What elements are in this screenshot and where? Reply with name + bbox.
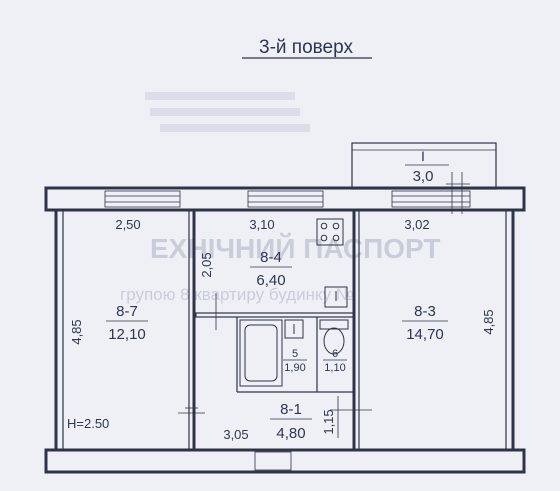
background-watermark: ЕХНІЧНИЙ ПАСПОРТ групою 8 квартиру будин… bbox=[120, 92, 440, 304]
room-code: 8-7 bbox=[116, 303, 138, 320]
room-code: 6 bbox=[332, 348, 338, 360]
interior-walls bbox=[178, 210, 372, 450]
room-8-1: 8-1 4,80 bbox=[270, 401, 312, 442]
room-5: 5 1,90 bbox=[283, 348, 307, 374]
kitchen-sink-icon bbox=[324, 286, 348, 308]
bathtub-icon bbox=[239, 319, 283, 387]
toilet-icon bbox=[319, 319, 349, 355]
room-6: 6 1,10 bbox=[323, 348, 347, 374]
balcony-area: 3,0 bbox=[413, 168, 434, 185]
room-area: 1,10 bbox=[324, 362, 345, 374]
dimension-left-height: 4,85 bbox=[69, 319, 84, 344]
balcony: I 3,0 bbox=[351, 142, 497, 214]
stove-icon bbox=[316, 218, 344, 246]
room-code: 8-1 bbox=[280, 401, 302, 418]
washbasin-icon bbox=[284, 319, 304, 339]
dimension-hall-depth: 1,15 bbox=[321, 409, 336, 434]
dimension-mid-width: 3,10 bbox=[249, 217, 274, 232]
room-code: 8-4 bbox=[260, 249, 282, 266]
dimension-kitchen-depth: 2,05 bbox=[199, 252, 214, 277]
room-code: 8-3 bbox=[414, 303, 436, 320]
watermark-line-2: групою 8 квартиру будинку № bbox=[120, 285, 354, 304]
balcony-number: I bbox=[421, 148, 425, 164]
entry-door-gap bbox=[254, 451, 292, 471]
dimension-right-width: 3,02 bbox=[404, 217, 429, 232]
room-8-7: 8-7 12,10 bbox=[106, 303, 148, 343]
room-area: 14,70 bbox=[406, 326, 444, 343]
room-8-4: 8-4 6,40 bbox=[250, 249, 292, 289]
room-area: 1,90 bbox=[284, 362, 305, 374]
room-area: 12,10 bbox=[108, 326, 146, 343]
dimension-hall-width: 3,05 bbox=[223, 427, 248, 442]
room-code: 5 bbox=[292, 348, 298, 360]
floor-title: 3-й поверх bbox=[259, 37, 353, 58]
room-area: 4,80 bbox=[276, 425, 305, 442]
dimension-right-height: 4,85 bbox=[481, 309, 496, 334]
room-8-3: 8-3 14,70 bbox=[402, 303, 448, 343]
dimension-left-width: 2,50 bbox=[115, 217, 140, 232]
windows bbox=[104, 190, 471, 471]
fixtures bbox=[239, 218, 349, 387]
watermark-line-1: ЕХНІЧНИЙ ПАСПОРТ bbox=[150, 232, 440, 264]
dimensions: 2,50 3,10 3,02 4,85 4,85 2,05 3,05 1,15 bbox=[69, 217, 496, 442]
outer-walls bbox=[44, 186, 526, 474]
room-area: 6,40 bbox=[256, 272, 285, 289]
ceiling-height: H=2.50 bbox=[67, 416, 109, 431]
